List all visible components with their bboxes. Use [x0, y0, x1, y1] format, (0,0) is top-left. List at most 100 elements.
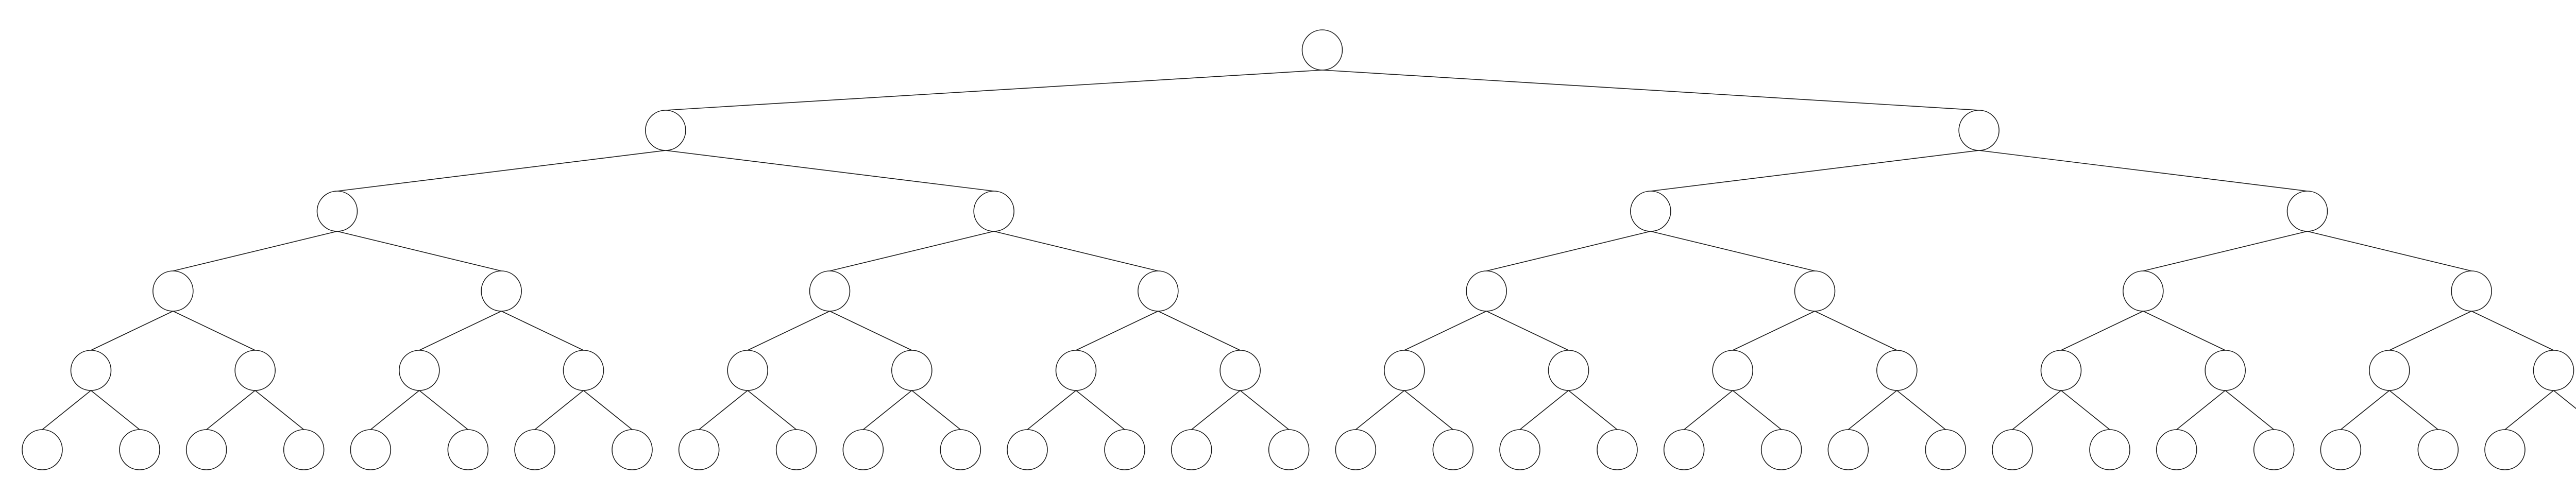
- tree-node: [2123, 270, 2164, 312]
- tree-edge: [1815, 311, 1897, 351]
- tree-node: [152, 270, 194, 312]
- tree-edge: [1404, 390, 1453, 430]
- tree-edge: [173, 311, 256, 351]
- tree-edge: [911, 390, 961, 430]
- tree-node: [809, 270, 851, 312]
- tree-node: [399, 350, 440, 391]
- tree-leaf-node: [119, 429, 160, 470]
- tree-leaf-node: [940, 429, 981, 470]
- tree-edge: [747, 390, 797, 430]
- tree-node: [1630, 191, 1671, 232]
- tree-leaf-node: [842, 429, 884, 470]
- tree-edge: [1684, 390, 1733, 430]
- tree-leaf-node: [2417, 429, 2459, 470]
- tree-edge: [1191, 390, 1241, 430]
- tree-leaf-node: [1268, 429, 1310, 470]
- tree-edge: [2060, 390, 2110, 430]
- tree-node: [1548, 350, 1589, 391]
- tree-leaf-node: [1104, 429, 1145, 470]
- tree-node: [1384, 350, 1425, 391]
- tree-leaf-node: [2484, 429, 2526, 470]
- tree-leaf-node: [514, 429, 555, 470]
- tree-leaf-node: [775, 429, 817, 470]
- tree-node: [2205, 350, 2246, 391]
- tree-edge: [255, 390, 304, 430]
- tree-edge: [173, 231, 337, 271]
- tree-edge: [829, 311, 912, 351]
- tree-edge: [2504, 390, 2554, 430]
- tree-node: [1876, 350, 1918, 391]
- tree-node: [1055, 350, 1097, 391]
- tree-leaf-node: [1007, 429, 1048, 470]
- tree-node: [2533, 350, 2574, 391]
- tree-leaf-node: [2320, 429, 2362, 470]
- tree-edge: [2225, 390, 2275, 430]
- tree-edge: [501, 311, 584, 351]
- tree-edge: [1404, 311, 1487, 351]
- tree-edge: [1896, 390, 1946, 430]
- tree-node: [973, 191, 1014, 232]
- tree-edge: [2143, 311, 2226, 351]
- tree-leaf-node: [1597, 429, 1638, 470]
- tree-leaf-node: [2089, 429, 2130, 470]
- tree-edge: [2553, 390, 2576, 410]
- tree-leaf-node: [1499, 429, 1540, 470]
- tree-edge: [1732, 311, 1815, 351]
- tree-node: [481, 270, 522, 312]
- tree-edge: [534, 390, 584, 430]
- tree-edge: [862, 390, 912, 430]
- tree-leaf-node: [22, 429, 63, 470]
- tree-edge: [2061, 311, 2144, 351]
- tree-node: [1466, 270, 1507, 312]
- tree-edge: [1568, 390, 1618, 430]
- tree-leaf-node: [1663, 429, 1705, 470]
- tree-leaf-node: [1827, 429, 1869, 470]
- tree-node: [2040, 350, 2082, 391]
- tree-root-node: [1301, 29, 1343, 71]
- tree-edge: [90, 390, 140, 430]
- tree-edge: [583, 390, 633, 430]
- tree-node: [2451, 270, 2492, 312]
- tree-edge: [337, 231, 502, 271]
- tree-edge: [747, 311, 830, 351]
- tree-edge: [2176, 390, 2226, 430]
- tree-edge: [1158, 311, 1241, 351]
- tree-edge: [2389, 311, 2472, 351]
- tree-edge: [2389, 390, 2438, 430]
- tree-edge: [1076, 311, 1159, 351]
- tree-edge: [2012, 390, 2062, 430]
- tree-edge: [993, 231, 1159, 271]
- tree-edge: [91, 311, 174, 351]
- tree-node: [563, 350, 604, 391]
- tree-edge: [1355, 390, 1405, 430]
- tree-edges: [42, 70, 2576, 430]
- tree-leaf-node: [2156, 429, 2197, 470]
- tree-leaf-node: [1760, 429, 1802, 470]
- tree-edge: [1027, 390, 1077, 430]
- tree-node: [1138, 270, 1179, 312]
- tree-leaf-node: [447, 429, 489, 470]
- tree-edge: [370, 390, 420, 430]
- tree-leaf-node: [185, 429, 227, 470]
- tree-edge: [665, 150, 994, 192]
- tree-edge: [419, 311, 502, 351]
- tree-edge: [1650, 231, 1815, 271]
- tree-nodes: [22, 29, 2574, 470]
- tree-leaf-node: [1432, 429, 1474, 470]
- tree-edge: [2307, 231, 2472, 271]
- tree-edge: [419, 390, 468, 430]
- tree-edge: [1322, 70, 1979, 111]
- tree-node: [1794, 270, 1836, 312]
- tree-leaf-node: [1335, 429, 1377, 470]
- tree-node: [70, 350, 112, 391]
- tree-node: [1219, 350, 1261, 391]
- tree-leaf-node: [350, 429, 392, 470]
- tree-leaf-node: [283, 429, 325, 470]
- tree-edge: [206, 390, 256, 430]
- tree-node: [234, 350, 276, 391]
- tree-edge: [1519, 390, 1569, 430]
- tree-edge: [1848, 390, 1897, 430]
- tree-leaf-node: [2253, 429, 2295, 470]
